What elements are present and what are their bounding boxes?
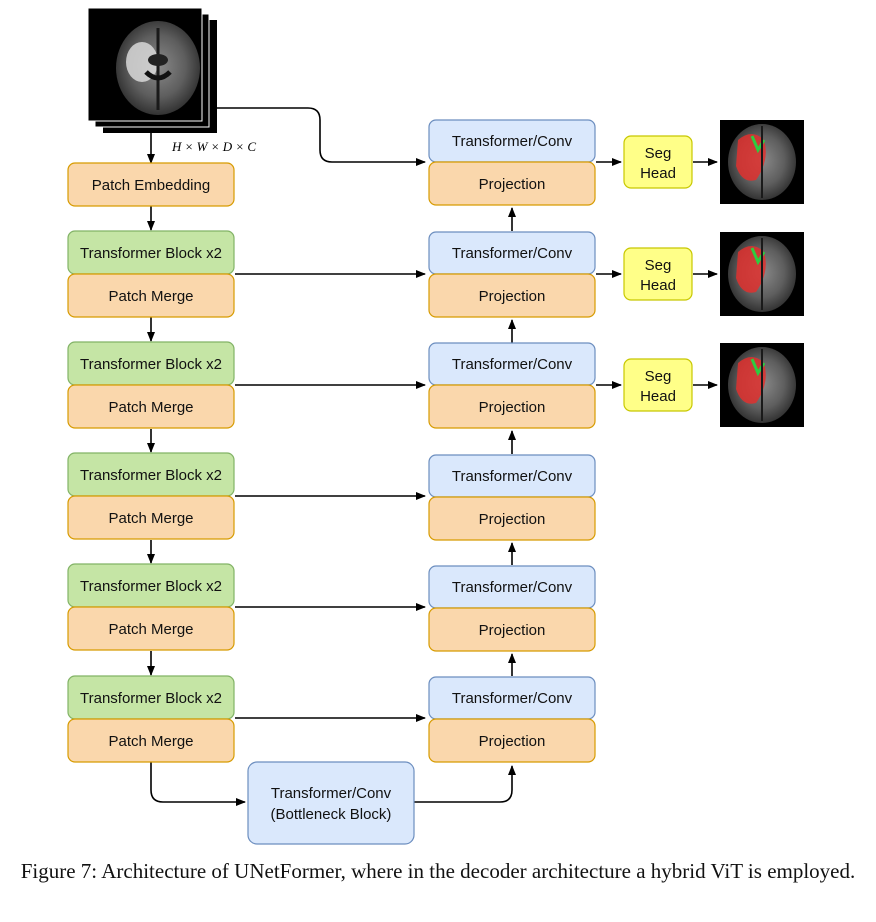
transformer-block-label: Transformer Block x2: [80, 690, 222, 707]
transformer-conv-label: Transformer/Conv: [452, 133, 573, 150]
output-segmentation-3: [720, 343, 804, 427]
projection-label: Projection: [479, 288, 546, 305]
transformer-conv-label: Transformer/Conv: [452, 356, 573, 373]
decoder-stage-3: Transformer/Conv Projection: [428, 342, 596, 429]
encoder-stage-3: Transformer Block x2 Patch Merge: [67, 452, 235, 540]
patch-merge-label: Patch Merge: [108, 510, 193, 527]
encoder-stage-5: Transformer Block x2 Patch Merge: [67, 675, 235, 763]
transformer-conv-label: Transformer/Conv: [452, 579, 573, 596]
transformer-conv-label: Transformer/Conv: [452, 245, 573, 262]
bottleneck-block: Transformer/Conv (Bottleneck Block): [247, 761, 415, 845]
decoder-stage-5: Transformer/Conv Projection: [428, 565, 596, 652]
svg-text:Patch Embedding: Patch Embedding: [92, 177, 210, 194]
output-segmentation-2: [720, 232, 804, 316]
patch-merge-label: Patch Merge: [108, 399, 193, 416]
projection-label: Projection: [479, 622, 546, 639]
input-dims-label: H × W × D × C: [171, 139, 256, 154]
encoder-stage-2: Transformer Block x2 Patch Merge: [67, 341, 235, 429]
projection-label: Projection: [479, 733, 546, 750]
decoder-stage-2: Transformer/Conv Projection: [428, 231, 596, 318]
figure-caption: Figure 7: Architecture of UNetFormer, wh…: [20, 859, 856, 883]
decoder-stage-6: Transformer/Conv Projection: [428, 676, 596, 763]
svg-text:Seg: Seg: [645, 257, 672, 274]
transformer-block-label: Transformer Block x2: [80, 578, 222, 595]
patch-merge-label: Patch Merge: [108, 733, 193, 750]
patch-merge-label: Patch Merge: [108, 288, 193, 305]
decoder-stage-4: Transformer/Conv Projection: [428, 454, 596, 541]
patch-embedding-block: Patch Embedding: [67, 162, 235, 207]
transformer-block-label: Transformer Block x2: [80, 356, 222, 373]
svg-text:Seg: Seg: [645, 145, 672, 162]
bottleneck-arrows: [150, 762, 516, 806]
projection-label: Projection: [479, 399, 546, 416]
transformer-block-label: Transformer Block x2: [80, 467, 222, 484]
seg-head-2: Seg Head: [623, 247, 693, 301]
transformer-conv-label: Transformer/Conv: [452, 690, 573, 707]
svg-text:Head: Head: [640, 388, 676, 405]
encoder-stage-4: Transformer Block x2 Patch Merge: [67, 563, 235, 651]
seg-head-3: Seg Head: [623, 358, 693, 412]
input-mri-image: [87, 7, 217, 133]
projection-label: Projection: [479, 511, 546, 528]
decoder-stage-1: Transformer/Conv Projection: [428, 119, 596, 206]
svg-text:Head: Head: [640, 165, 676, 182]
skip-connections: [217, 107, 426, 722]
transformer-block-label: Transformer Block x2: [80, 245, 222, 262]
svg-text:Seg: Seg: [645, 368, 672, 385]
svg-text:Head: Head: [640, 277, 676, 294]
output-segmentation-1: [720, 120, 804, 204]
transformer-conv-label: Transformer/Conv: [452, 468, 573, 485]
svg-text:Transformer/Conv: Transformer/Conv: [271, 785, 392, 802]
projection-label: Projection: [479, 176, 546, 193]
seg-head-1: Seg Head: [623, 135, 693, 189]
patch-merge-label: Patch Merge: [108, 621, 193, 638]
seg-head-arrows: [596, 158, 718, 389]
encoder-stage-1: Transformer Block x2 Patch Merge: [67, 230, 235, 318]
svg-text:(Bottleneck Block): (Bottleneck Block): [271, 806, 392, 823]
